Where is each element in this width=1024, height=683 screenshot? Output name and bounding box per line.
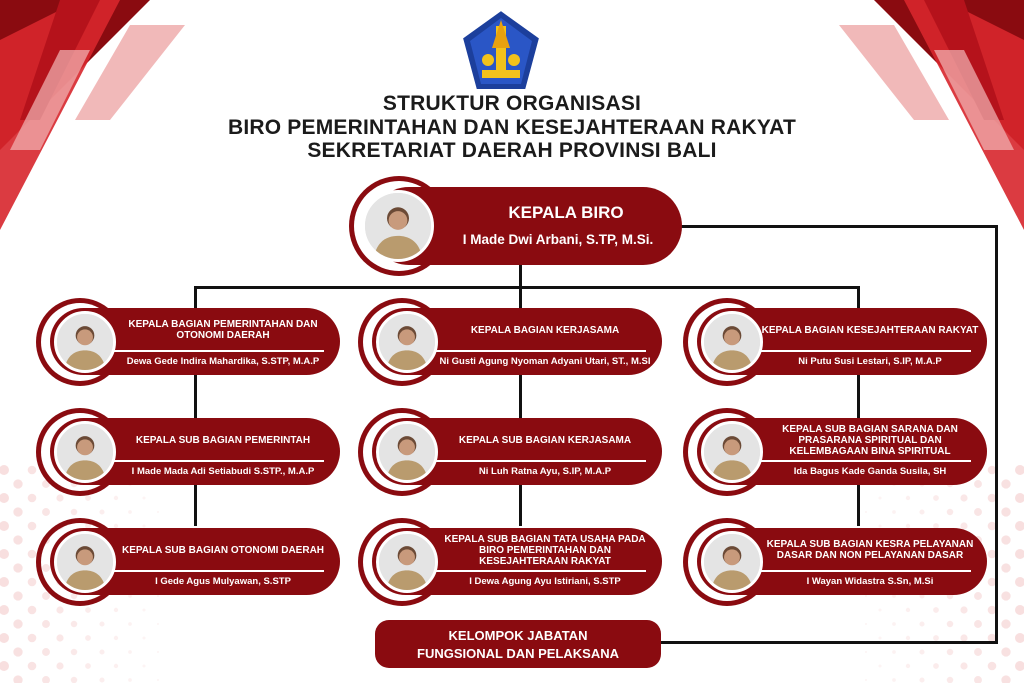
decorative-arc: [358, 298, 446, 386]
person-photo: [376, 311, 438, 373]
person-name: Ida Bagus Kade Ganda Susila, SH: [793, 466, 947, 477]
person-name: I Wayan Widastra S.Sn, M.Si: [806, 576, 934, 587]
position-role: KEPALA BAGIAN KERJASAMA: [470, 324, 620, 336]
person-photo-icon: [379, 314, 435, 370]
person-photo-icon: [704, 534, 760, 590]
head-role: KEPALA BIRO: [508, 203, 624, 222]
position-role: KEPALA SUB BAGIAN SARANA DAN PRASARANA S…: [782, 423, 958, 457]
person-photo-icon: [57, 424, 113, 480]
person-name: Ni Gusti Agung Nyoman Adyani Utari, ST.,…: [439, 356, 651, 367]
separator-line: [436, 460, 646, 462]
connector-line: [194, 286, 860, 289]
person-name: Ni Putu Susi Lestari, S.IP, M.A.P: [798, 356, 942, 367]
position-role: KEPALA SUB BAGIAN KESRA PELAYANAN DASAR …: [766, 539, 974, 561]
person-photo: [701, 531, 763, 593]
person-photo-icon: [704, 424, 760, 480]
decorative-arc: [36, 408, 124, 496]
position-role: KEPALA BAGIAN PEMERINTAHAN DAN OTONOMI D…: [128, 319, 318, 341]
decorative-arc: [683, 408, 771, 496]
decorative-arc: [683, 298, 771, 386]
chart-title-line-2: BIRO PEMERINTAHAN DAN KESEJAHTERAAN RAKY…: [227, 116, 797, 139]
bali-province-logo: [460, 8, 542, 92]
position-role: KEPALA SUB BAGIAN KERJASAMA: [458, 434, 632, 446]
connector-line: [519, 265, 522, 288]
functional-group-box: KELOMPOK JABATAN FUNGSIONAL DAN PELAKSAN…: [375, 620, 661, 668]
separator-line: [114, 570, 324, 572]
position-role: KEPALA SUB BAGIAN OTONOMI DAERAH: [121, 544, 325, 556]
decorative-arc: [358, 518, 446, 606]
connector-line: [995, 225, 998, 644]
person-photo-icon: [57, 534, 113, 590]
person-photo: [701, 311, 763, 373]
person-photo-icon: [379, 424, 435, 480]
person-name: Ni Luh Ratna Ayu, S.IP, M.A.P: [478, 466, 612, 477]
decorative-arc: [349, 176, 449, 276]
head-name: I Made Dwi Arbani, S.TP, M.Si.: [462, 232, 654, 247]
decorative-arc: [683, 518, 771, 606]
person-photo: [54, 311, 116, 373]
decorative-arc: [36, 518, 124, 606]
top-right-red-shapes: [839, 0, 1024, 230]
decorative-arc: [358, 408, 446, 496]
person-photo-icon: [704, 314, 760, 370]
top-left-red-shapes: [0, 0, 185, 230]
person-name: I Dewa Agung Ayu Istiriani, S.STP: [469, 576, 621, 587]
separator-line: [761, 350, 971, 352]
connector-line: [519, 286, 522, 526]
separator-line: [436, 570, 646, 572]
connector-line: [194, 286, 197, 526]
connector-line: [857, 286, 860, 526]
chart-title-line-3: SEKRETARIAT DAERAH PROVINSI BALI: [307, 139, 717, 162]
person-name: I Gede Agus Mulyawan, S.STP: [155, 576, 291, 587]
connector-line: [658, 641, 998, 644]
person-name: I Made Mada Adi Setiabudi S.STP., M.A.P: [131, 466, 315, 477]
separator-line: [114, 460, 324, 462]
person-photo-icon: [379, 534, 435, 590]
person-photo-icon: [57, 314, 113, 370]
functional-group-line-1: KELOMPOK JABATAN: [448, 628, 588, 643]
functional-group-line-2: FUNGSIONAL DAN PELAKSANA: [417, 646, 619, 661]
position-role: KEPALA BAGIAN KESEJAHTERAAN RAKYAT: [761, 324, 979, 336]
separator-line: [761, 460, 971, 462]
person-photo: [54, 531, 116, 593]
connector-line: [680, 225, 998, 228]
head-photo: [362, 190, 434, 262]
person-photo: [701, 421, 763, 483]
separator-line: [761, 570, 971, 572]
person-photo: [376, 421, 438, 483]
person-photo: [54, 421, 116, 483]
person-name: Dewa Gede Indira Mahardika, S.STP, M.A.P: [126, 356, 320, 367]
chart-title-line-1: STRUKTUR ORGANISASI: [382, 92, 642, 115]
position-role: KEPALA SUB BAGIAN TATA USAHA PADA BIRO P…: [444, 533, 646, 567]
decorative-arc: [36, 298, 124, 386]
separator-line: [436, 350, 646, 352]
position-role: KEPALA SUB BAGIAN PEMERINTAH: [135, 434, 311, 446]
bali-province-emblem-icon: [460, 8, 542, 91]
person-photo-icon: [365, 193, 431, 259]
separator-line: [114, 350, 324, 352]
person-photo: [376, 531, 438, 593]
